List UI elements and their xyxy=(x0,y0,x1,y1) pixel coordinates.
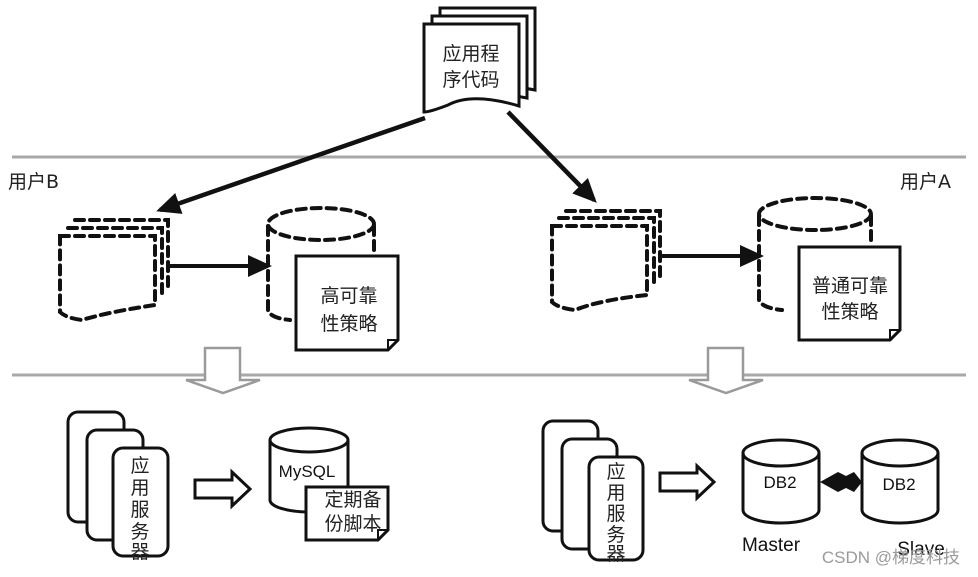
slave-caption: Slave xyxy=(897,539,945,560)
arrow-to-user-b xyxy=(156,115,426,214)
hollow-down-arrow-left xyxy=(185,346,261,395)
source-code-document: 应用程 序代码 xyxy=(422,6,537,114)
b-server-char-4: 务 xyxy=(130,521,149,543)
user-b-database-placeholder xyxy=(266,206,376,322)
backup-script-line2: 份脚本 xyxy=(324,513,381,535)
user-b-app-server-stack: 应 用 服 务 器 xyxy=(66,410,170,563)
master-db2-database: DB2 xyxy=(741,438,821,525)
user-a-server-placeholder xyxy=(550,209,662,313)
user-b-server-placeholder xyxy=(58,218,170,323)
a-server-char-1: 应 xyxy=(606,461,625,483)
b-server-char-5: 器 xyxy=(130,541,149,563)
normal-reliability-policy-note: 普通可靠 性策略 xyxy=(797,245,902,342)
user-a-label: 用户A xyxy=(900,171,951,193)
policy-a-line1: 普通可靠 xyxy=(812,275,888,297)
master-db-label: DB2 xyxy=(763,473,796,492)
watermark: CSDN @梯度科技 xyxy=(822,548,960,567)
replication-double-arrow xyxy=(820,472,862,492)
b-server-char-1: 应 xyxy=(130,455,149,477)
a-server-char-5: 器 xyxy=(606,543,625,565)
policy-b-line2: 性策略 xyxy=(320,313,377,335)
a-server-char-4: 务 xyxy=(606,524,625,546)
slave-db2-database: DB2 xyxy=(860,438,940,525)
slave-db-label: DB2 xyxy=(882,475,915,494)
b-server-char-3: 服 xyxy=(130,499,149,521)
backup-script-note: 定期备 份脚本 xyxy=(304,485,390,542)
backup-script-line1: 定期备 xyxy=(324,489,381,511)
user-b-label: 用户B xyxy=(8,171,59,193)
hollow-right-arrow-b xyxy=(193,468,253,510)
hollow-down-arrow-right xyxy=(688,346,764,395)
source-code-label-line1: 应用程 xyxy=(442,43,499,65)
a-server-char-3: 服 xyxy=(606,503,625,525)
user-a-database-placeholder xyxy=(757,196,873,312)
policy-b-line1: 高可靠 xyxy=(320,285,377,307)
a-server-char-2: 用 xyxy=(606,482,625,504)
mysql-label: MySQL xyxy=(279,462,336,481)
policy-a-line2: 性策略 xyxy=(821,301,878,323)
high-reliability-policy-note: 高可靠 性策略 xyxy=(294,254,400,352)
user-a-app-server-stack: 应 用 服 务 器 xyxy=(541,419,645,565)
master-caption: Master xyxy=(742,535,801,556)
hollow-right-arrow-a xyxy=(658,462,717,502)
source-code-label-line2: 序代码 xyxy=(442,69,499,91)
arrow-to-user-a xyxy=(506,110,597,203)
b-server-char-2: 用 xyxy=(130,477,149,499)
